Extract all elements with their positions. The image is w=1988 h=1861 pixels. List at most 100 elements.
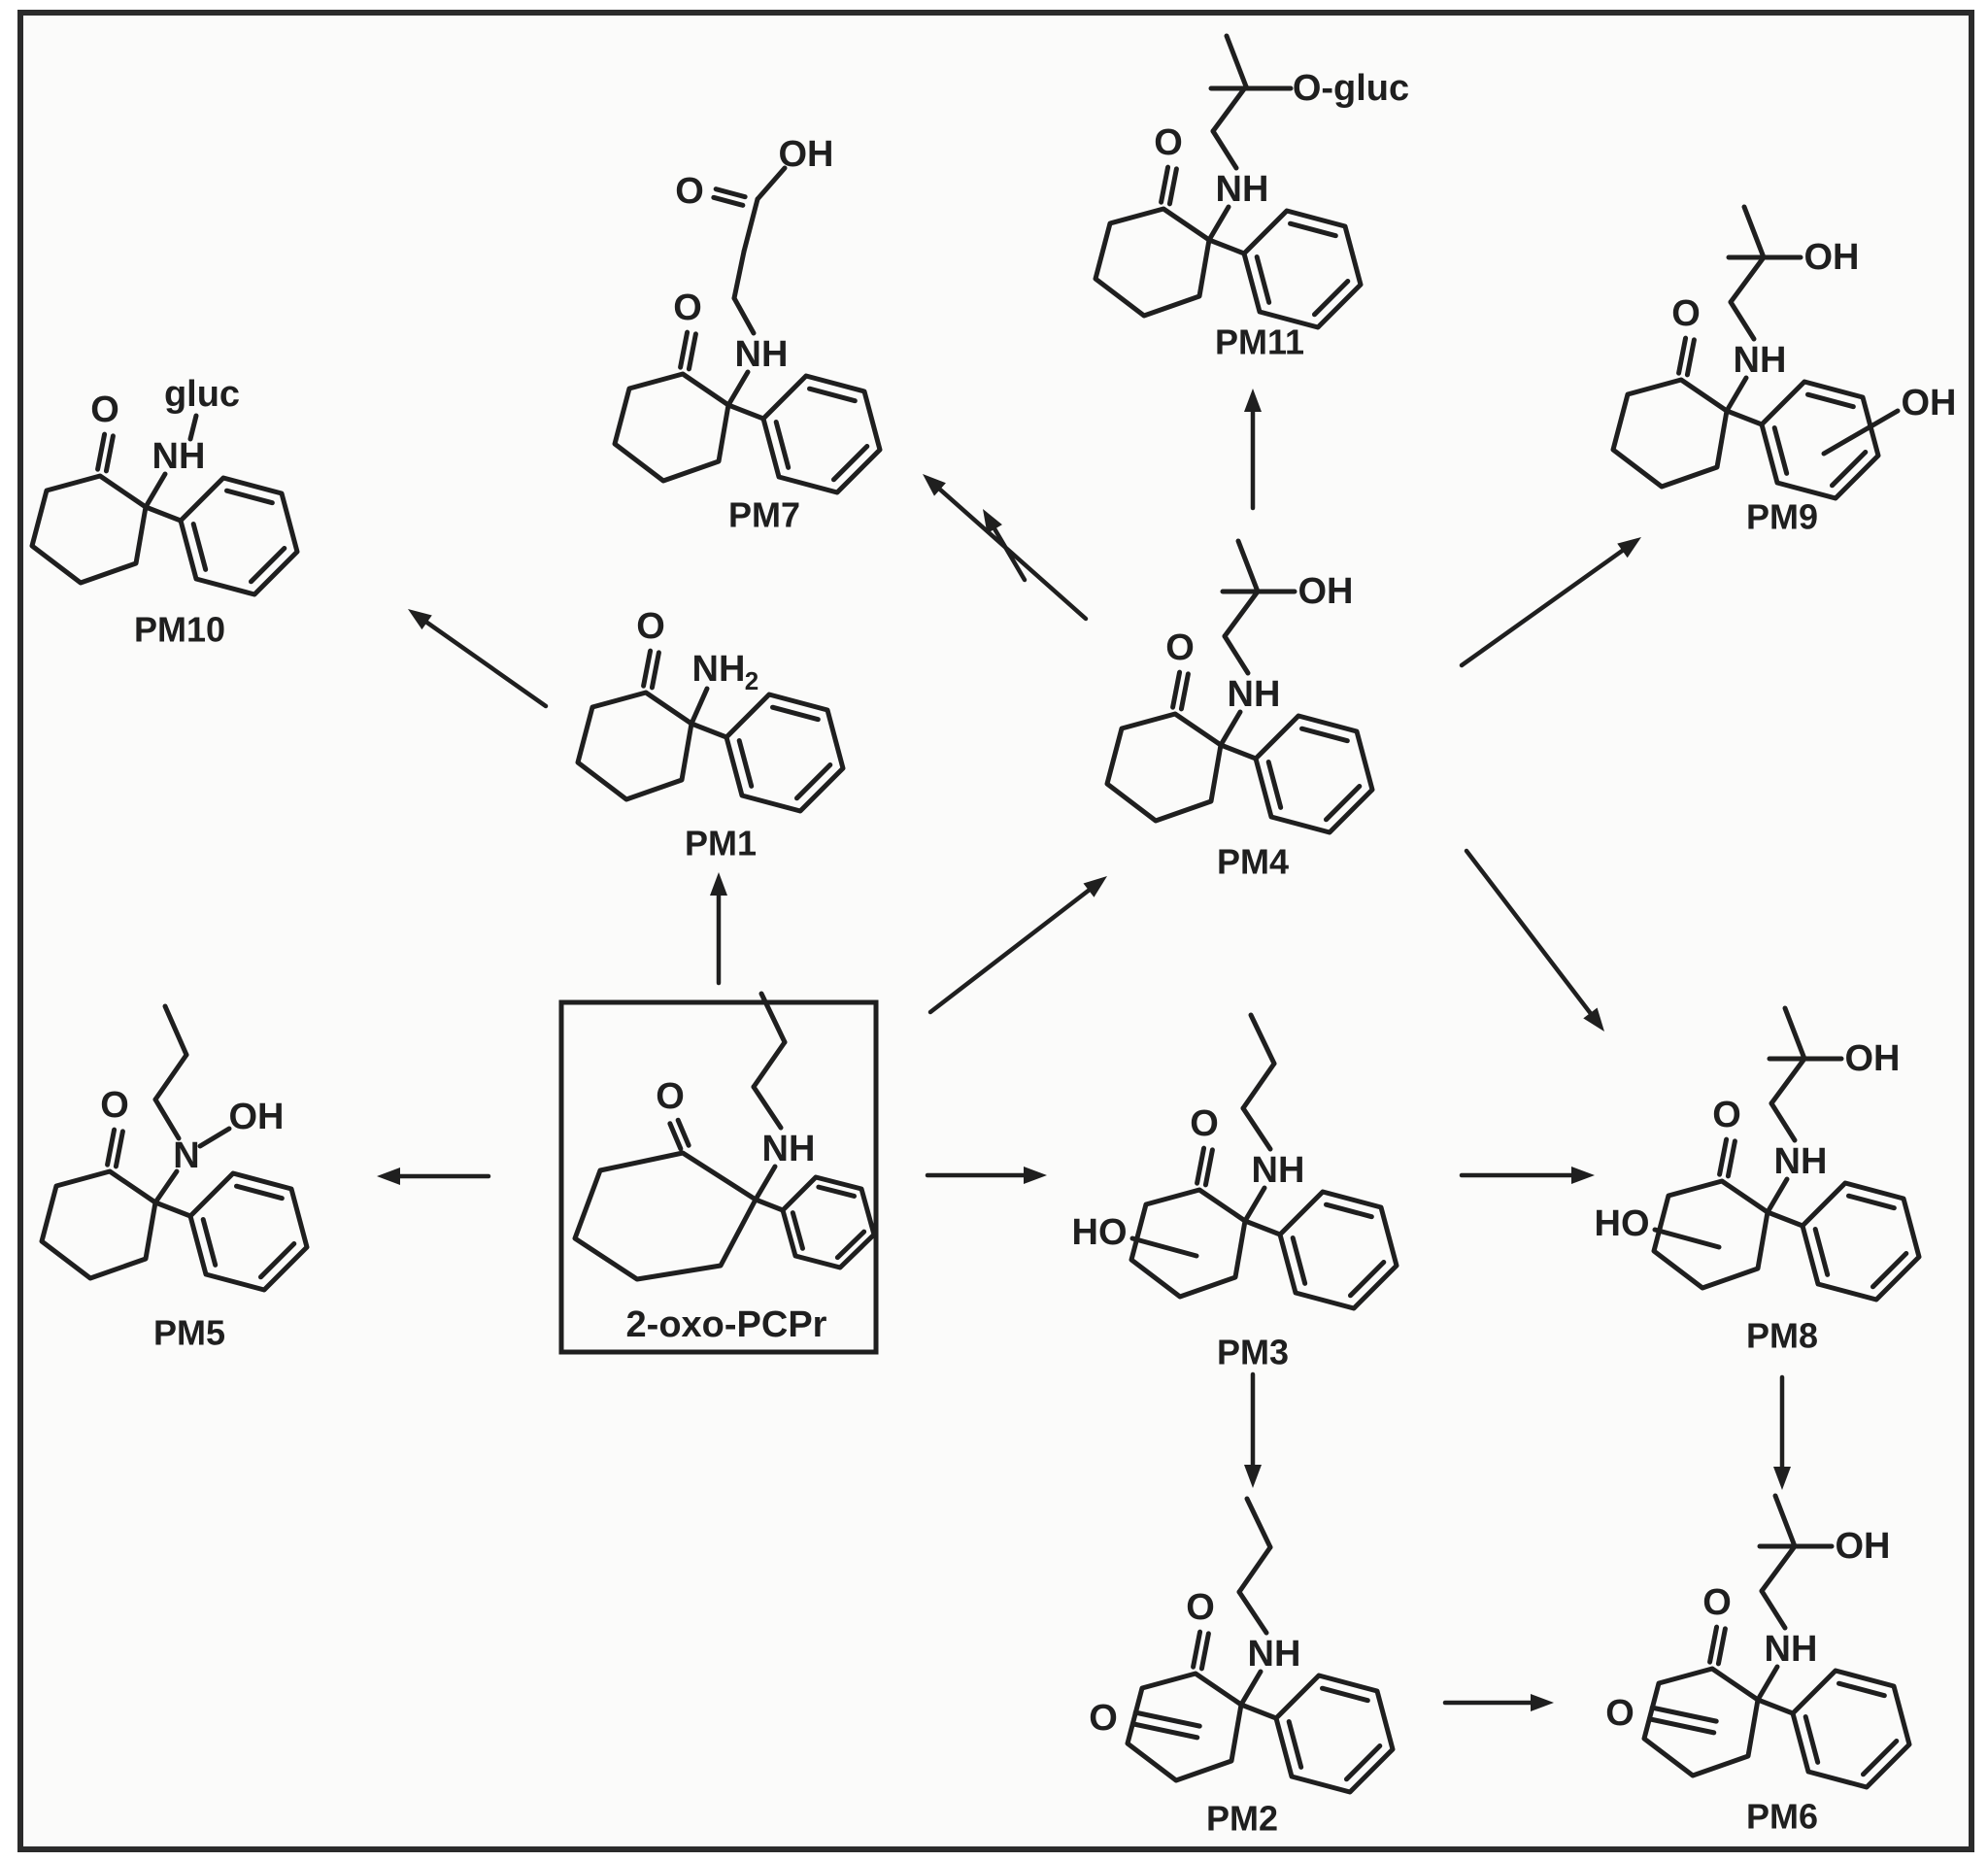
phenyl-ring (1241, 208, 1364, 330)
arrow-head (1024, 1167, 1047, 1184)
ketone-oxygen-label: O (636, 606, 665, 647)
chain-bond (1236, 1544, 1273, 1595)
parent-compound-box (558, 999, 879, 1355)
cyclohexanone-ring (1104, 711, 1224, 824)
cyclohexanone-ring (612, 371, 731, 484)
phenyl-ring (1277, 1189, 1399, 1311)
aromatic-inner-bond (1286, 1719, 1304, 1770)
phenyl-ring (1790, 1668, 1912, 1790)
aromatic-inner-bond (1299, 726, 1350, 744)
aromatic-inner-bond (1805, 391, 1856, 410)
aromatic-inner-bond (190, 522, 209, 572)
cyclohexanone-ring (1093, 206, 1212, 319)
cyclohexanone-ring (39, 1168, 158, 1281)
chain-bond (1244, 1496, 1273, 1550)
molecule-name-PM5: PM5 (153, 1313, 225, 1353)
bond (1724, 408, 1765, 427)
cyclohexanone-ring (1129, 1187, 1248, 1300)
amine-label: NH (1734, 340, 1787, 381)
aromatic-inner-bond (1290, 1235, 1308, 1286)
ketone-oxygen-label: O (100, 1085, 129, 1126)
double-bond (1130, 1721, 1200, 1741)
aromatic-inner-bond (224, 488, 275, 506)
amine-bond (753, 1164, 778, 1202)
amine-bond (143, 471, 168, 510)
aromatic-inner-bond (1812, 1227, 1831, 1277)
arrow-shaft (1464, 848, 1597, 1020)
arrow-head (1617, 537, 1641, 558)
figure-border (17, 10, 1974, 1852)
phenyl-ring (178, 475, 300, 597)
molecule-name-PM11: PM11 (1215, 322, 1304, 362)
chain-bond (731, 249, 747, 301)
amine-bond (689, 686, 710, 727)
phenyl-ring (724, 692, 846, 814)
arrow-shaft (989, 522, 1028, 583)
double-bond (1159, 164, 1171, 205)
double-bond (678, 329, 691, 370)
double-bond (1647, 1716, 1717, 1736)
arrow-PM1-to-PM10 (408, 609, 549, 709)
amine-label: NH (152, 436, 206, 477)
methyl-bond (1772, 1493, 1798, 1549)
amine-bond (725, 369, 751, 408)
arrow-PM4-to-PM7 (983, 509, 1028, 583)
molecule-name-PM6: PM6 (1746, 1797, 1818, 1837)
chain-bond (758, 991, 788, 1045)
molecule-name-PM2: PM2 (1206, 1799, 1278, 1839)
arrow-head (1773, 1467, 1791, 1490)
bond (1206, 237, 1247, 256)
aromatic-inner-bond (1311, 278, 1351, 318)
aromatic-inner-bond (257, 1240, 297, 1280)
chain-bond (1222, 589, 1261, 639)
chain-bond (1759, 1588, 1788, 1631)
ketone-oxygen-label: O (1154, 122, 1183, 163)
molecule-name-PM7: PM7 (728, 495, 800, 535)
arrow-PM8-to-PM6 (1773, 1374, 1791, 1490)
carboxyl-hydroxyl-label: OH (779, 134, 834, 175)
arrow-head (408, 609, 432, 630)
aromatic-inner-bond (807, 386, 858, 404)
cyclohexanone-ring (1651, 1178, 1770, 1291)
double-bond (95, 431, 108, 472)
bond (689, 721, 729, 740)
arrow-head (1244, 389, 1262, 412)
arrow-head (1244, 1465, 1262, 1488)
molecule-name-PM9: PM9 (1746, 497, 1818, 537)
amine-label: NH (1216, 169, 1269, 210)
aromatic-inner-bond (1320, 1685, 1370, 1704)
double-bond (667, 1121, 684, 1152)
chain-bond (1769, 1056, 1807, 1106)
primary-amine-subscript: 2 (745, 666, 758, 695)
amine-label: NH (1252, 1150, 1305, 1191)
arrow-head (983, 509, 1002, 534)
phenyl-ring (760, 373, 883, 495)
amine-bond (1218, 709, 1243, 748)
arrow-2-oxo-PCPr-to-PM1 (710, 872, 727, 986)
amine-bond (1242, 1185, 1267, 1224)
arrow-PM3-to-PM2 (1244, 1371, 1262, 1488)
phenyl-oh-bond (1821, 408, 1901, 457)
ring-hydroxyl-label: HO (1072, 1212, 1128, 1253)
chain-bond (1769, 1100, 1798, 1143)
amine-label: NH (1248, 1634, 1301, 1675)
double-bond (649, 650, 661, 691)
ketone-oxygen-label: O (1712, 1095, 1741, 1135)
double-bond (686, 331, 698, 372)
chain-hydroxyl-label: OH (1836, 1526, 1891, 1567)
chain-bond (1222, 633, 1251, 676)
double-bond (1191, 1629, 1203, 1670)
amine-label: NH (762, 1129, 816, 1169)
arrow-head (1571, 1167, 1595, 1184)
aromatic-inner-bond (234, 1183, 285, 1201)
methyl-bond (1235, 538, 1261, 594)
aromatic-inner-bond (834, 1229, 867, 1261)
carboxyl-oxygen-label: O (675, 171, 704, 212)
arrow-head (377, 1167, 400, 1185)
